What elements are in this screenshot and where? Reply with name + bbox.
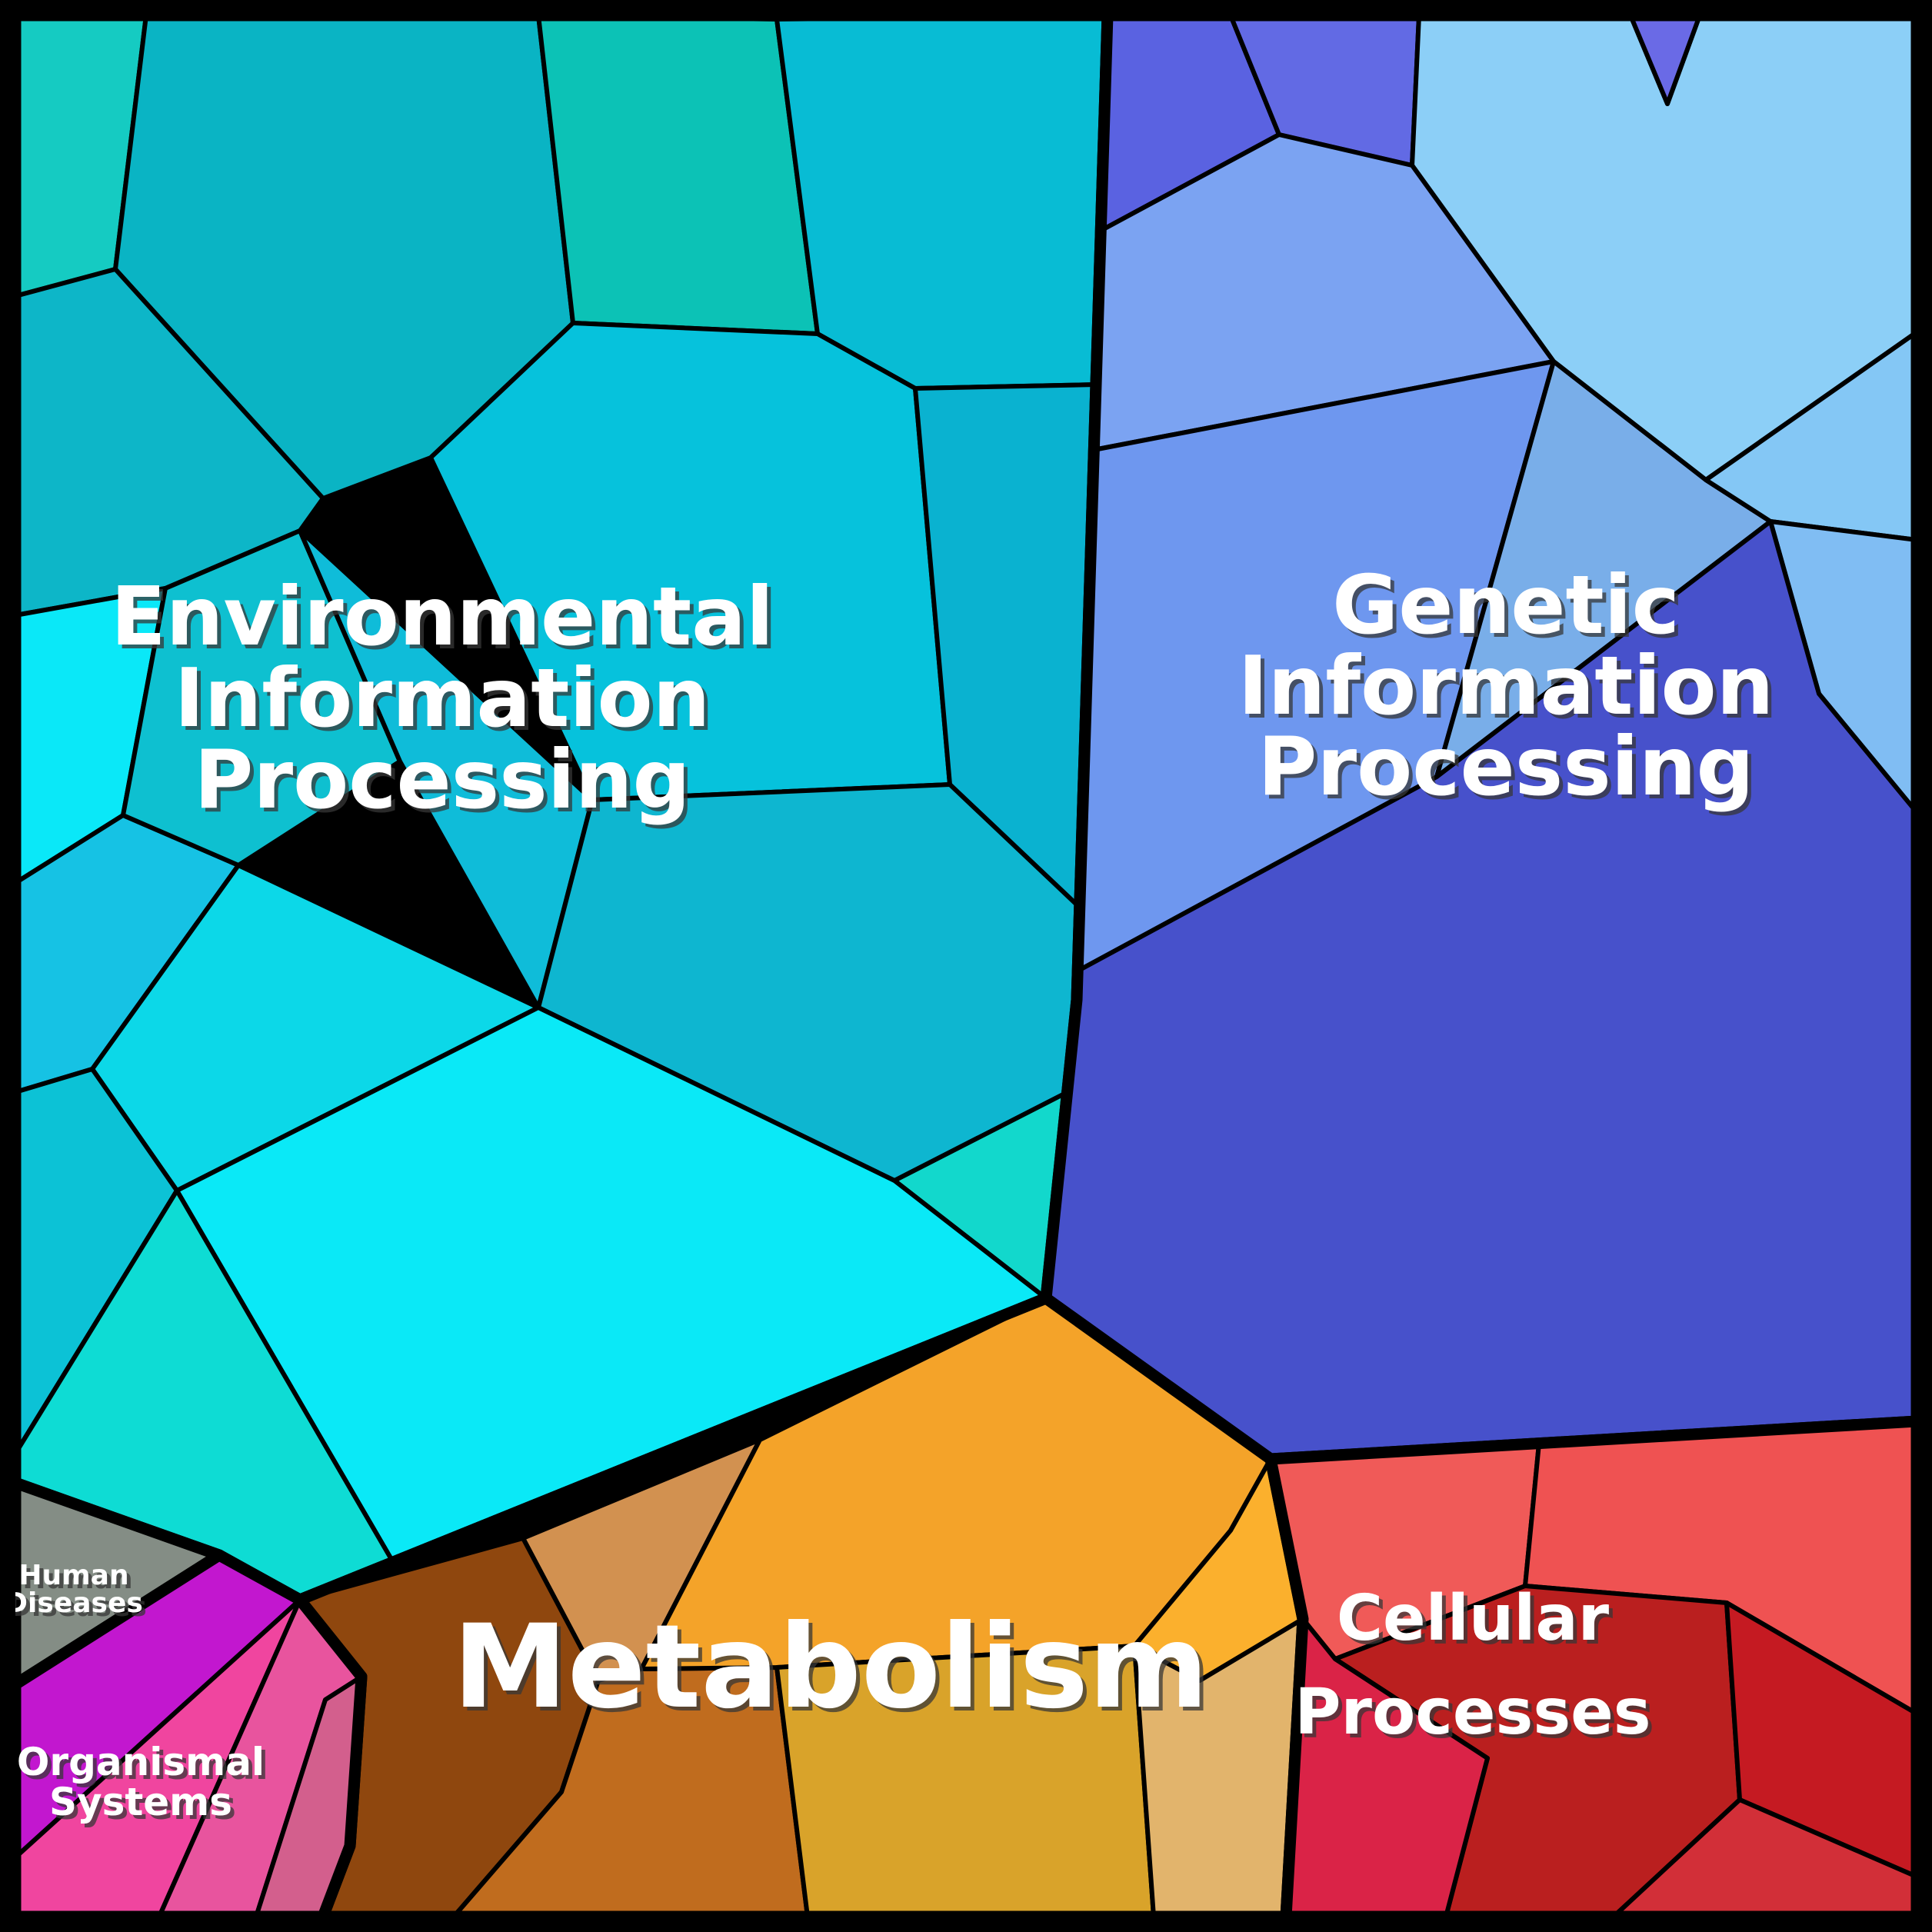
label-shadow-human-diseases-line2: Diseases <box>8 1591 147 1623</box>
label-metabolism-line1: Metabolism <box>453 1601 1209 1734</box>
cell-environmental-information-processing-4 <box>774 13 1110 391</box>
label-human-diseases-line1: Human <box>18 1560 128 1591</box>
label-shadow-genetic-information-processing-line1: Genetic <box>1336 562 1684 656</box>
label-genetic-information-processing-line1: Genetic <box>1332 558 1680 652</box>
label-shadow-metabolism-line1: Metabolism <box>457 1604 1213 1738</box>
label-shadow-genetic-information-processing-line2: Information <box>1242 643 1778 737</box>
label-environmental-information-processing-line3: Processing <box>194 733 690 827</box>
cell-environmental-information-processing-3 <box>536 13 820 336</box>
label-shadow-environmental-information-processing-line2: Information <box>178 655 715 749</box>
label-environmental-information-processing-line2: Information <box>175 651 711 745</box>
label-shadow-cellular-processes-line1: Cellular <box>1341 1586 1614 1659</box>
region-label-genetic-information-processing: GeneticGeneticInformationInformationProc… <box>1238 558 1778 818</box>
label-shadow-environmental-information-processing-line3: Processing <box>198 737 694 831</box>
label-organismal-systems-line1: Organismal <box>17 1740 265 1784</box>
label-shadow-cellular-processes-line2: Processes <box>1298 1680 1654 1753</box>
label-shadow-human-diseases-line1: Human <box>22 1564 132 1595</box>
label-cellular-processes-line1: Cellular <box>1337 1582 1610 1655</box>
label-shadow-organismal-systems-line1: Organismal <box>21 1744 268 1788</box>
region-cellular-processes <box>1264 1415 1923 1923</box>
region-genetic-information-processing <box>1040 9 1923 1465</box>
label-shadow-genetic-information-processing-line3: Processing <box>1261 724 1757 818</box>
label-shadow-environmental-information-processing-line1: Environmental <box>115 574 778 668</box>
label-cellular-processes-line2: Processes <box>1294 1676 1651 1749</box>
label-shadow-organismal-systems-line2: Systems <box>53 1784 236 1828</box>
label-human-diseases-line2: Diseases <box>5 1587 143 1619</box>
label-genetic-information-processing-line3: Processing <box>1257 720 1754 814</box>
region-label-environmental-information-processing: EnvironmentalEnvironmentalInformationInf… <box>111 570 778 831</box>
label-environmental-information-processing-line1: Environmental <box>111 570 774 664</box>
label-genetic-information-processing-line2: Information <box>1238 639 1774 733</box>
region-organismal-systems <box>9 1549 368 1923</box>
cell-environmental-information-processing-10 <box>121 528 402 868</box>
label-organismal-systems-line2: Systems <box>49 1780 232 1824</box>
